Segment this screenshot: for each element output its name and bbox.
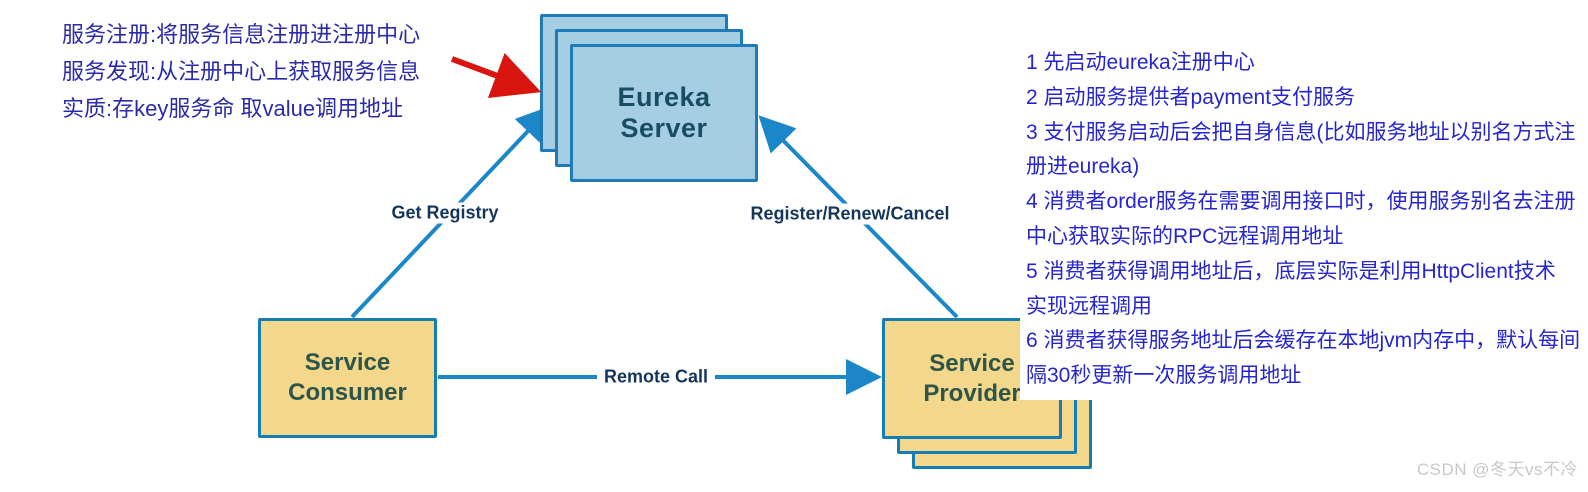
right-note-line: 中心获取实际的RPC远程调用地址 [1026, 224, 1344, 248]
right-note-line: 6 消费者获得服务地址后会缓存在本地jvm内存中，默认每间 [1026, 329, 1581, 353]
service-consumer-node: Service Consumer [258, 318, 437, 438]
red-arrow [450, 52, 542, 98]
remote-call-label: Remote Call [596, 366, 716, 388]
service-consumer-label: Service Consumer [288, 349, 407, 406]
register-renew-cancel-label: Register/Renew/Cancel [743, 203, 957, 225]
right-note-line: 1 先启动eureka注册中心 [1026, 51, 1255, 74]
right-note-line: 4 消费者order服务在需要调用接口时，使用服务别名去注册 [1026, 190, 1576, 214]
right-note-line: 隔30秒更新一次服务调用地址 [1026, 364, 1302, 388]
csdn-watermark: CSDN @冬天vs不冷 [1416, 460, 1578, 479]
right-note-line: 2 启动服务提供者payment支付服务 [1026, 85, 1356, 109]
left-note-line: 服务发现:从注册中心上获取服务信息 [62, 59, 421, 84]
right-note-line: 实现远程调用 [1026, 294, 1152, 318]
annotation-left: 服务注册:将服务信息注册进注册中心 服务发现:从注册中心上获取服务信息 实质:存… [62, 16, 452, 127]
annotation-right: 1 先启动eureka注册中心 2 启动服务提供者payment支付服务 3 支… [1020, 44, 1588, 400]
right-note-line: 5 消费者获得调用地址后，底层实际是利用HttpClient技术 [1026, 259, 1556, 283]
get-registry-label: Get Registry [384, 202, 506, 224]
left-note-line: 实质:存key服务命 取value调用地址 [62, 96, 404, 121]
service-provider-label: Service Provider [923, 349, 1021, 407]
right-note-line: 册进eureka) [1026, 155, 1140, 179]
eureka-server-label: Eureka Server [617, 82, 711, 143]
right-note-line: 3 支付服务启动后会把自身信息(比如服务地址以别名方式注 [1026, 120, 1576, 144]
left-note-line: 服务注册:将服务信息注册进注册中心 [62, 22, 421, 47]
eureka-server-node: Eureka Server [570, 44, 758, 182]
